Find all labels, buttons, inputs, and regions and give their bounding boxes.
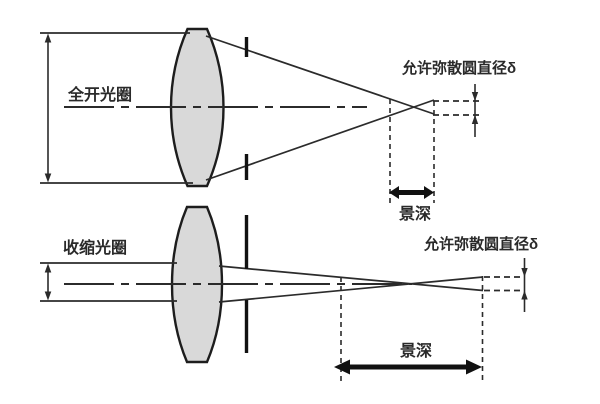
top-aperture-measure-arrow-down [44,173,52,183]
top-dof-label: 景深 [399,204,431,223]
bottom-coc-arrow-down [521,268,528,277]
top-coc-arrow-up [471,115,479,124]
top-aperture-measure-arrow-up [44,33,52,43]
bottom-exit-ray-lower [218,276,484,303]
top-coc-label: 允许弥散圆直径δ [401,59,516,77]
top-coc-arrow-down [471,92,479,101]
bottom-dof-arrow-right [466,359,482,375]
bottom-coc-label: 允许弥散圆直径δ [423,235,538,253]
bottom-aperture-measure-arrow-up [44,263,52,273]
top-dof-arrow-left [389,186,399,199]
top-dof-arrow-right [424,186,434,199]
bottom-exit-ray-upper [218,265,484,292]
bottom-coc-arrow-up [521,290,528,300]
bottom-aperture-label: 收缩光圈 [63,238,127,257]
top-exit-ray-lower [205,99,435,181]
bottom-diagram: 收缩光圈 允许弥散圆直径δ 景深 [40,205,538,381]
bottom-dof-arrow-left [334,359,350,375]
top-diagram: 全开光圈 允许弥散圆直径δ 景深 [40,27,516,223]
top-aperture-label: 全开光圈 [67,85,132,104]
bottom-dof-label: 景深 [400,341,432,360]
top-exit-ray-upper [205,35,435,115]
bottom-aperture-measure-arrow-down [44,291,52,301]
